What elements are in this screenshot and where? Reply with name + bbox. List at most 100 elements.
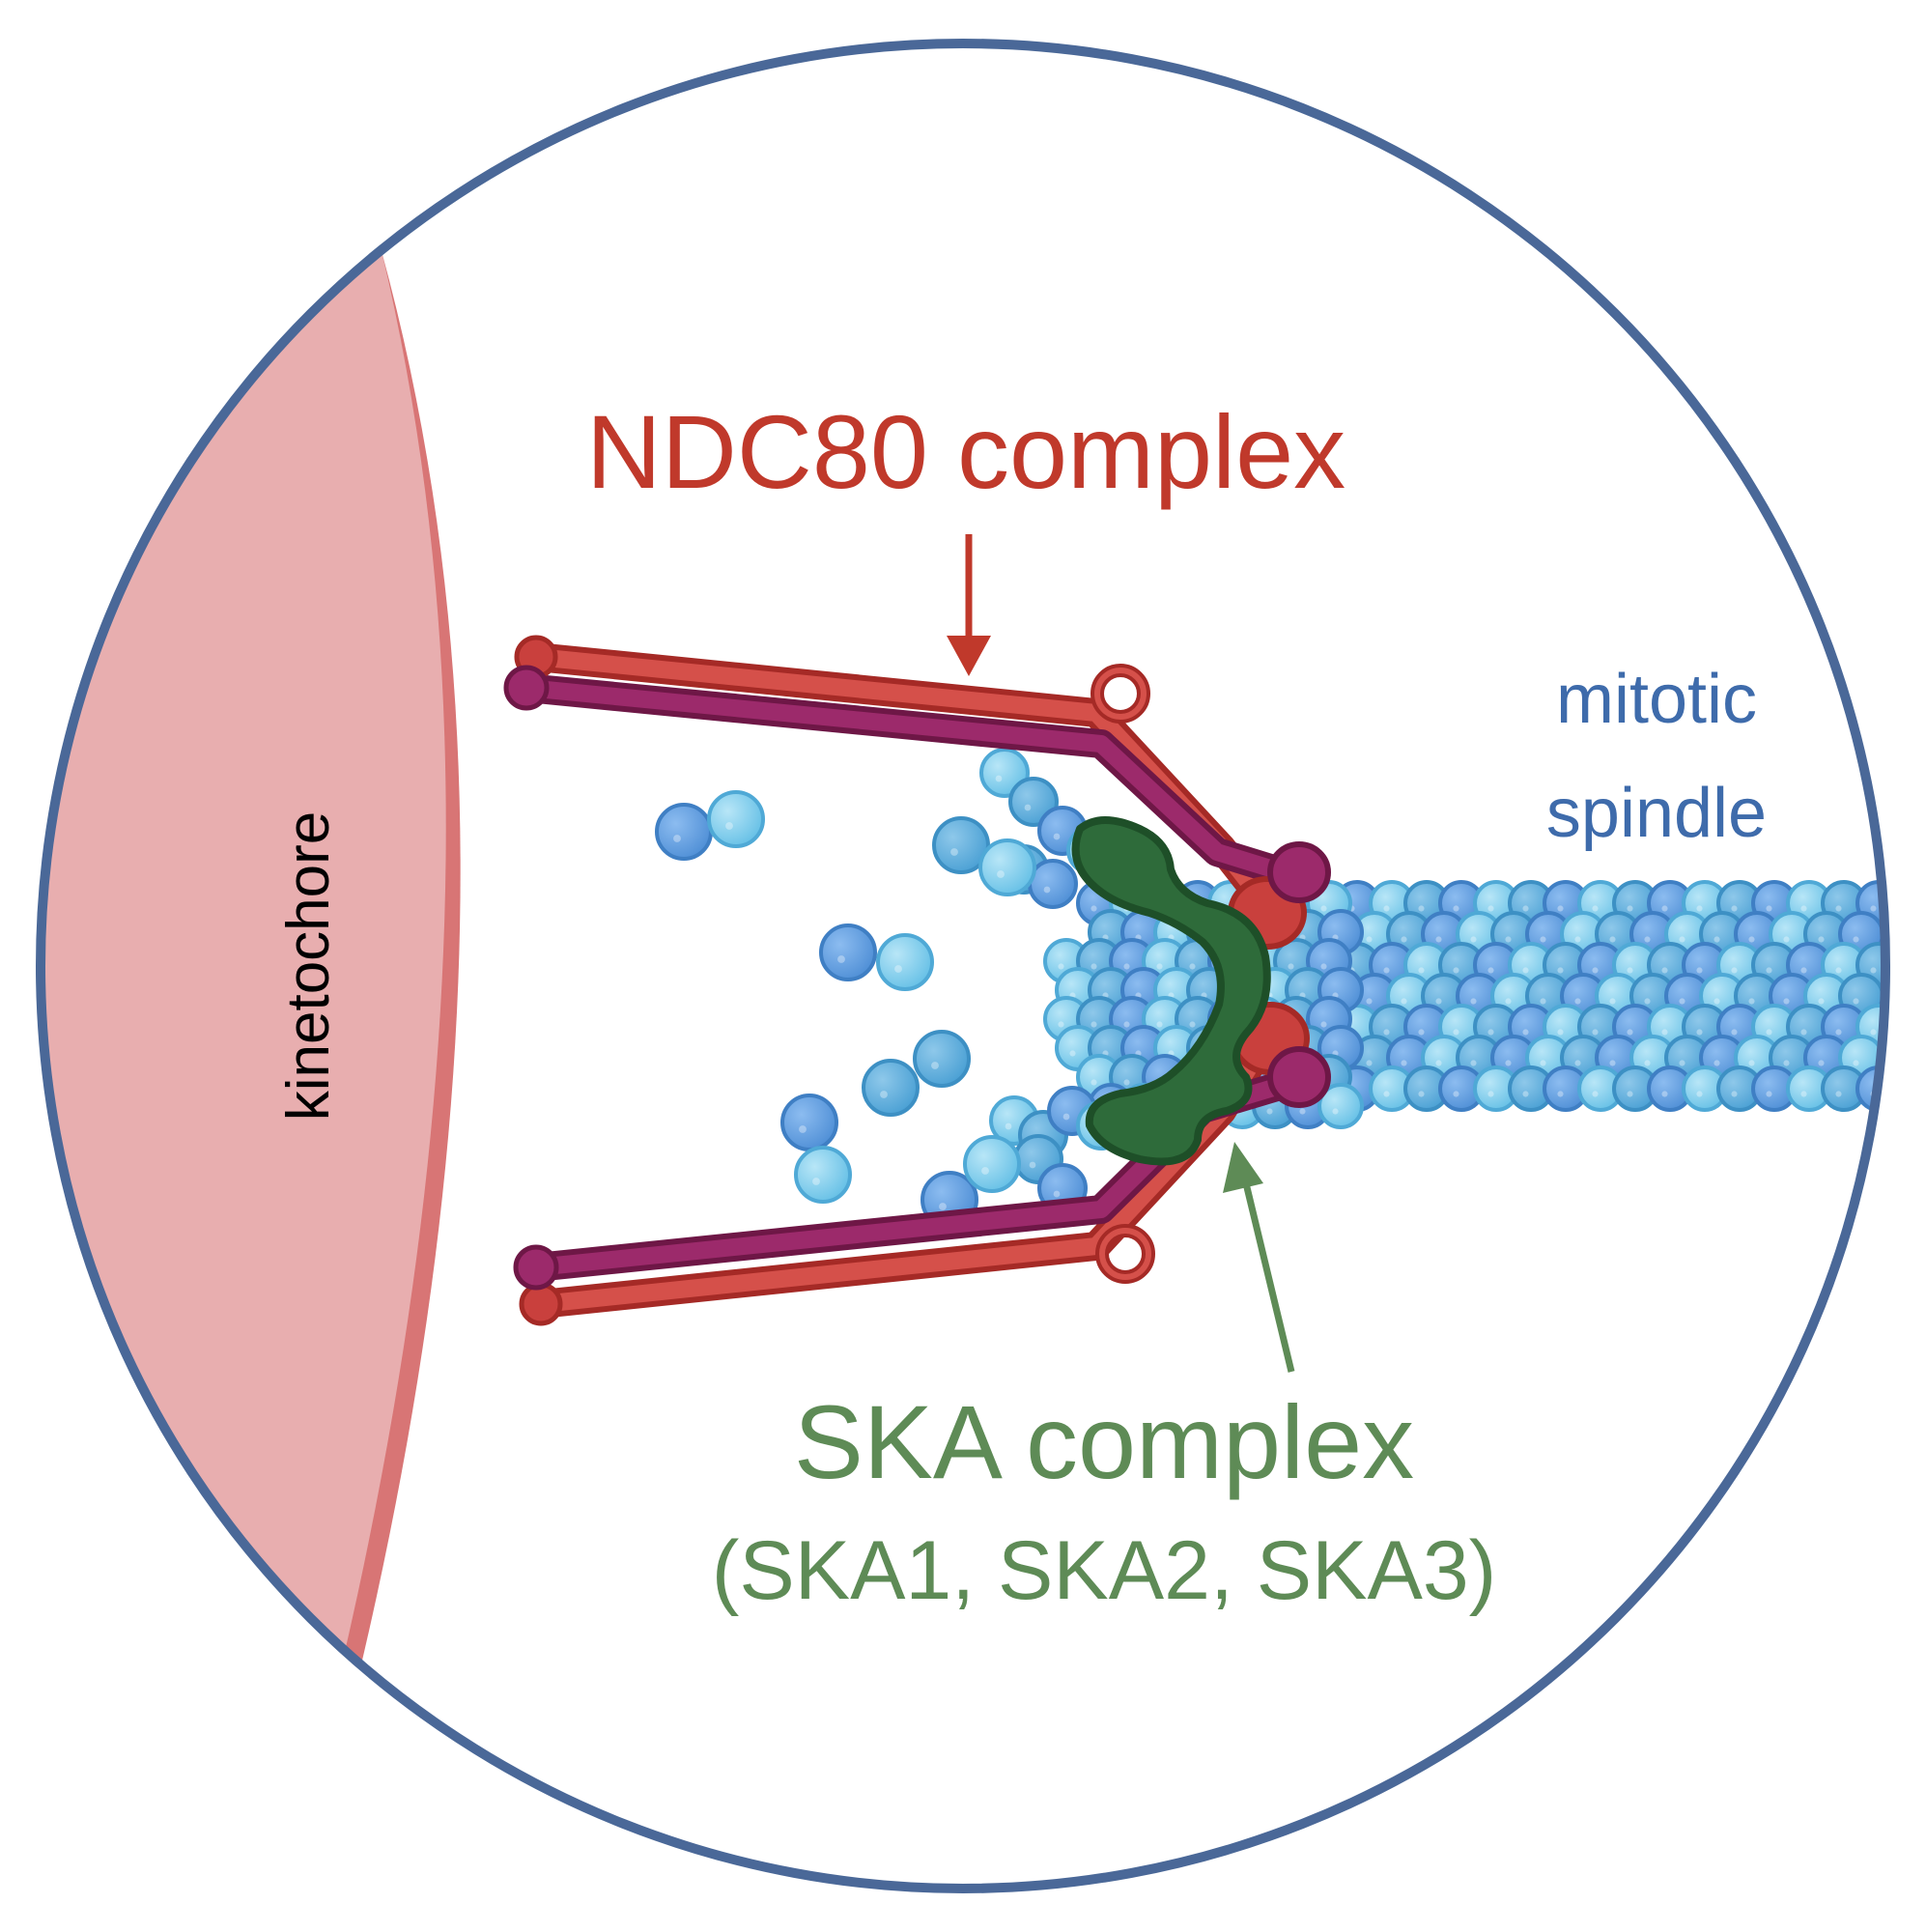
tubulin-bead-highlight [1005,1122,1012,1130]
free-tubulin [932,816,990,874]
tubulin-bead-highlight [1487,1091,1494,1097]
tubulin-bead-highlight [1062,1113,1070,1121]
tubulin-bead-highlight [1627,1029,1633,1036]
free-tubulin [819,923,877,981]
tubulin-bead-highlight [1453,1029,1459,1036]
tubulin-bead-highlight [1522,905,1529,912]
tubulin-bead-highlight [1592,1029,1599,1036]
tubulin-bead-highlight [1090,1079,1097,1086]
tubulin-bead-highlight [1592,967,1599,974]
tubulin-bead-highlight [1853,1060,1859,1066]
free-tubulin-highlight [880,1091,888,1098]
tubulin-bead-highlight [1766,1029,1772,1036]
tubulin-bead-highlight [1853,936,1859,943]
tubulin-bead-highlight [1418,967,1425,974]
tubulin-bead-highlight [1453,905,1459,912]
tubulin-bead-highlight [1470,936,1477,943]
microtubule-lattice [1334,880,1885,1112]
tubulin-bead-highlight [1332,1108,1339,1115]
tubulin-bead-highlight [1574,936,1581,943]
tubulin-bead-highlight [1505,936,1512,943]
tubulin-bead-highlight [1800,1091,1807,1097]
tubulin-bead-highlight [1783,1060,1790,1066]
ndc80-label: NDC80 complex [586,393,1345,510]
tubulin-bead-highlight [1401,998,1407,1005]
tubulin-bead-highlight [1609,1060,1616,1066]
free-tubulin-highlight [799,1125,807,1133]
tubulin-bead-highlight [1053,1190,1061,1198]
ska-subunits-label: (SKA1, SKA2, SKA3) [712,1524,1497,1617]
tubulin-bead [1028,859,1078,909]
tubulin-bead-highlight [1818,1060,1825,1066]
tubulin-bead-highlight [1090,905,1097,912]
tubulin-bead-highlight [1435,998,1442,1005]
tubulin-bead-highlight [1748,1060,1755,1066]
tubulin-bead-highlight [1557,1091,1564,1097]
tubulin-bead-highlight [1661,1029,1668,1036]
tubulin-bead-highlight [1058,1021,1064,1028]
tubulin-bead-highlight [1053,833,1061,840]
tubulin-bead-highlight [1627,1091,1633,1097]
tubulin-bead-highlight [1299,1108,1306,1115]
free-tubulin [862,1059,920,1117]
tubulin-bead-highlight [1592,905,1599,912]
tubulin-bead-highlight [1522,1029,1529,1036]
free-tubulin-highlight [939,1203,947,1210]
kinetochore-body [41,251,446,1681]
tubulin-bead-highlight [1189,1021,1196,1028]
tubulin-bead-highlight [1418,1091,1425,1097]
tubulin-bead-highlight [1574,1060,1581,1066]
free-tubulin-dimers [655,790,1036,1229]
tubulin-bead-highlight [1714,1060,1720,1066]
kinetochore-region [41,251,461,1681]
circle-frame [36,39,1890,1893]
tubulin-bead-highlight [1320,1021,1327,1028]
tubulin-bead-highlight [1557,1029,1564,1036]
tubulin-bead-highlight [1043,886,1051,894]
free-tubulin [655,803,713,861]
tubulin-bead-highlight [1661,967,1668,974]
free-tubulin-highlight [981,1167,989,1175]
tubulin-bead-highlight [1505,1060,1512,1066]
tubulin-bead-highlight [1090,963,1097,970]
tubulin-bead-highlight [1731,905,1738,912]
tubulin-bead-highlight [1696,967,1703,974]
tubulin-bead-highlight [1696,1029,1703,1036]
tubulin-bead-highlight [1069,1050,1076,1057]
tubulin-bead-highlight [1505,998,1512,1005]
tubulin-bead-highlight [1592,1091,1599,1097]
tubulin-bead-highlight [1435,936,1442,943]
tubulin-bead-highlight [995,775,1003,782]
tubulin-bead-highlight [1696,1091,1703,1097]
tubulin-bead-highlight [1870,967,1877,974]
tubulin-bead-highlight [1418,905,1425,912]
tubulin-bead-highlight [1818,936,1825,943]
tubulin-bead-highlight [1766,1091,1772,1097]
tubulin-bead-highlight [1029,1161,1036,1169]
tubulin-bead-highlight [1870,1029,1877,1036]
tubulin-bead-highlight [1156,963,1163,970]
tubulin-bead-highlight [1024,804,1032,811]
tubulin-bead-highlight [1401,1060,1407,1066]
free-tubulin [707,790,765,848]
tubulin-bead-highlight [1644,936,1651,943]
tubulin-bead-highlight [1731,1091,1738,1097]
tubulin-bead-highlight [1557,905,1564,912]
tubulin-bead-highlight [1661,1091,1668,1097]
kinetochore-label: kinetochore [275,811,342,1122]
tubulin-bead-highlight [1835,1029,1842,1036]
tubulin-bead-highlight [1320,963,1327,970]
tubulin-bead-highlight [1557,967,1564,974]
ska-complex-label: SKA complex [794,1383,1414,1500]
tubulin-bead-highlight [1470,998,1477,1005]
tubulin-bead-highlight [1800,967,1807,974]
tubulin-bead-highlight [1835,1091,1842,1097]
tubulin-bead-highlight [1853,998,1859,1005]
tubulin-bead-highlight [1800,1029,1807,1036]
ndc80-upper [503,635,1331,950]
free-tubulin-highlight [931,1062,939,1069]
tubulin-bead-highlight [1522,1091,1529,1097]
tubulin-bead-highlight [1540,1060,1546,1066]
tubulin-bead-highlight [1627,967,1633,974]
tubulin-bead-highlight [1435,1060,1442,1066]
